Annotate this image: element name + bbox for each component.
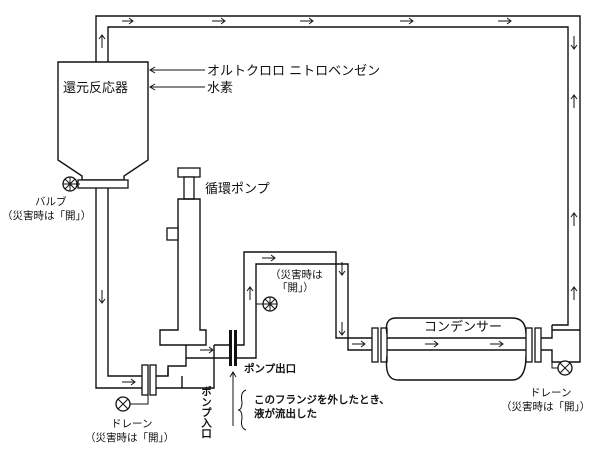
drain-left-valve	[115, 364, 157, 412]
reactor-outlet-flange	[77, 179, 129, 189]
pump-outlet-label: ポンプ出口	[244, 362, 296, 375]
drain-right-label: ドレーン	[530, 387, 571, 399]
circulation-pump	[159, 167, 215, 389]
condenser	[371, 317, 542, 381]
pump-outlet-flange	[214, 330, 237, 366]
valve-label: バルブ	[35, 195, 67, 208]
drain-left-note: （災害時は「開」）	[85, 431, 174, 444]
drain-left-label: ドレーン	[111, 418, 152, 430]
pump-to-condenser-pipe	[237, 251, 372, 359]
reactor-to-pump-pipe	[95, 188, 182, 389]
pipe-valve-note-line1: （災害時は	[270, 268, 323, 281]
valve-note: （災害時は「開」）	[2, 209, 91, 222]
pump-inlet-label: ポンプ入口	[200, 385, 212, 438]
feed-chemical-label: オルトクロロ ニトロベンゼン	[207, 64, 380, 79]
condenser-label: コンデンサー	[424, 319, 502, 335]
hydrogen-label: 水素	[207, 81, 233, 96]
drain-right-valve	[551, 360, 573, 376]
leak-note-line2: 液が流出した	[254, 407, 317, 420]
drain-right-note: （災害時は「開」）	[501, 400, 590, 413]
pipe-valve-note-line2: 「開」）	[277, 282, 314, 294]
leak-indicator-arrow	[229, 371, 247, 431]
reactor-label: 還元反応器	[63, 81, 128, 96]
recycle-loop-pipe	[95, 15, 581, 331]
reduction-reactor	[57, 61, 149, 181]
reactor-bottom-valve	[62, 176, 80, 192]
pump-label: 循環ポンプ	[205, 182, 270, 197]
leak-note-line1: このフランジを外したとき、	[254, 393, 390, 406]
loop-flow-arrows	[98, 17, 578, 300]
reactor-inlet-arrows	[149, 66, 205, 91]
